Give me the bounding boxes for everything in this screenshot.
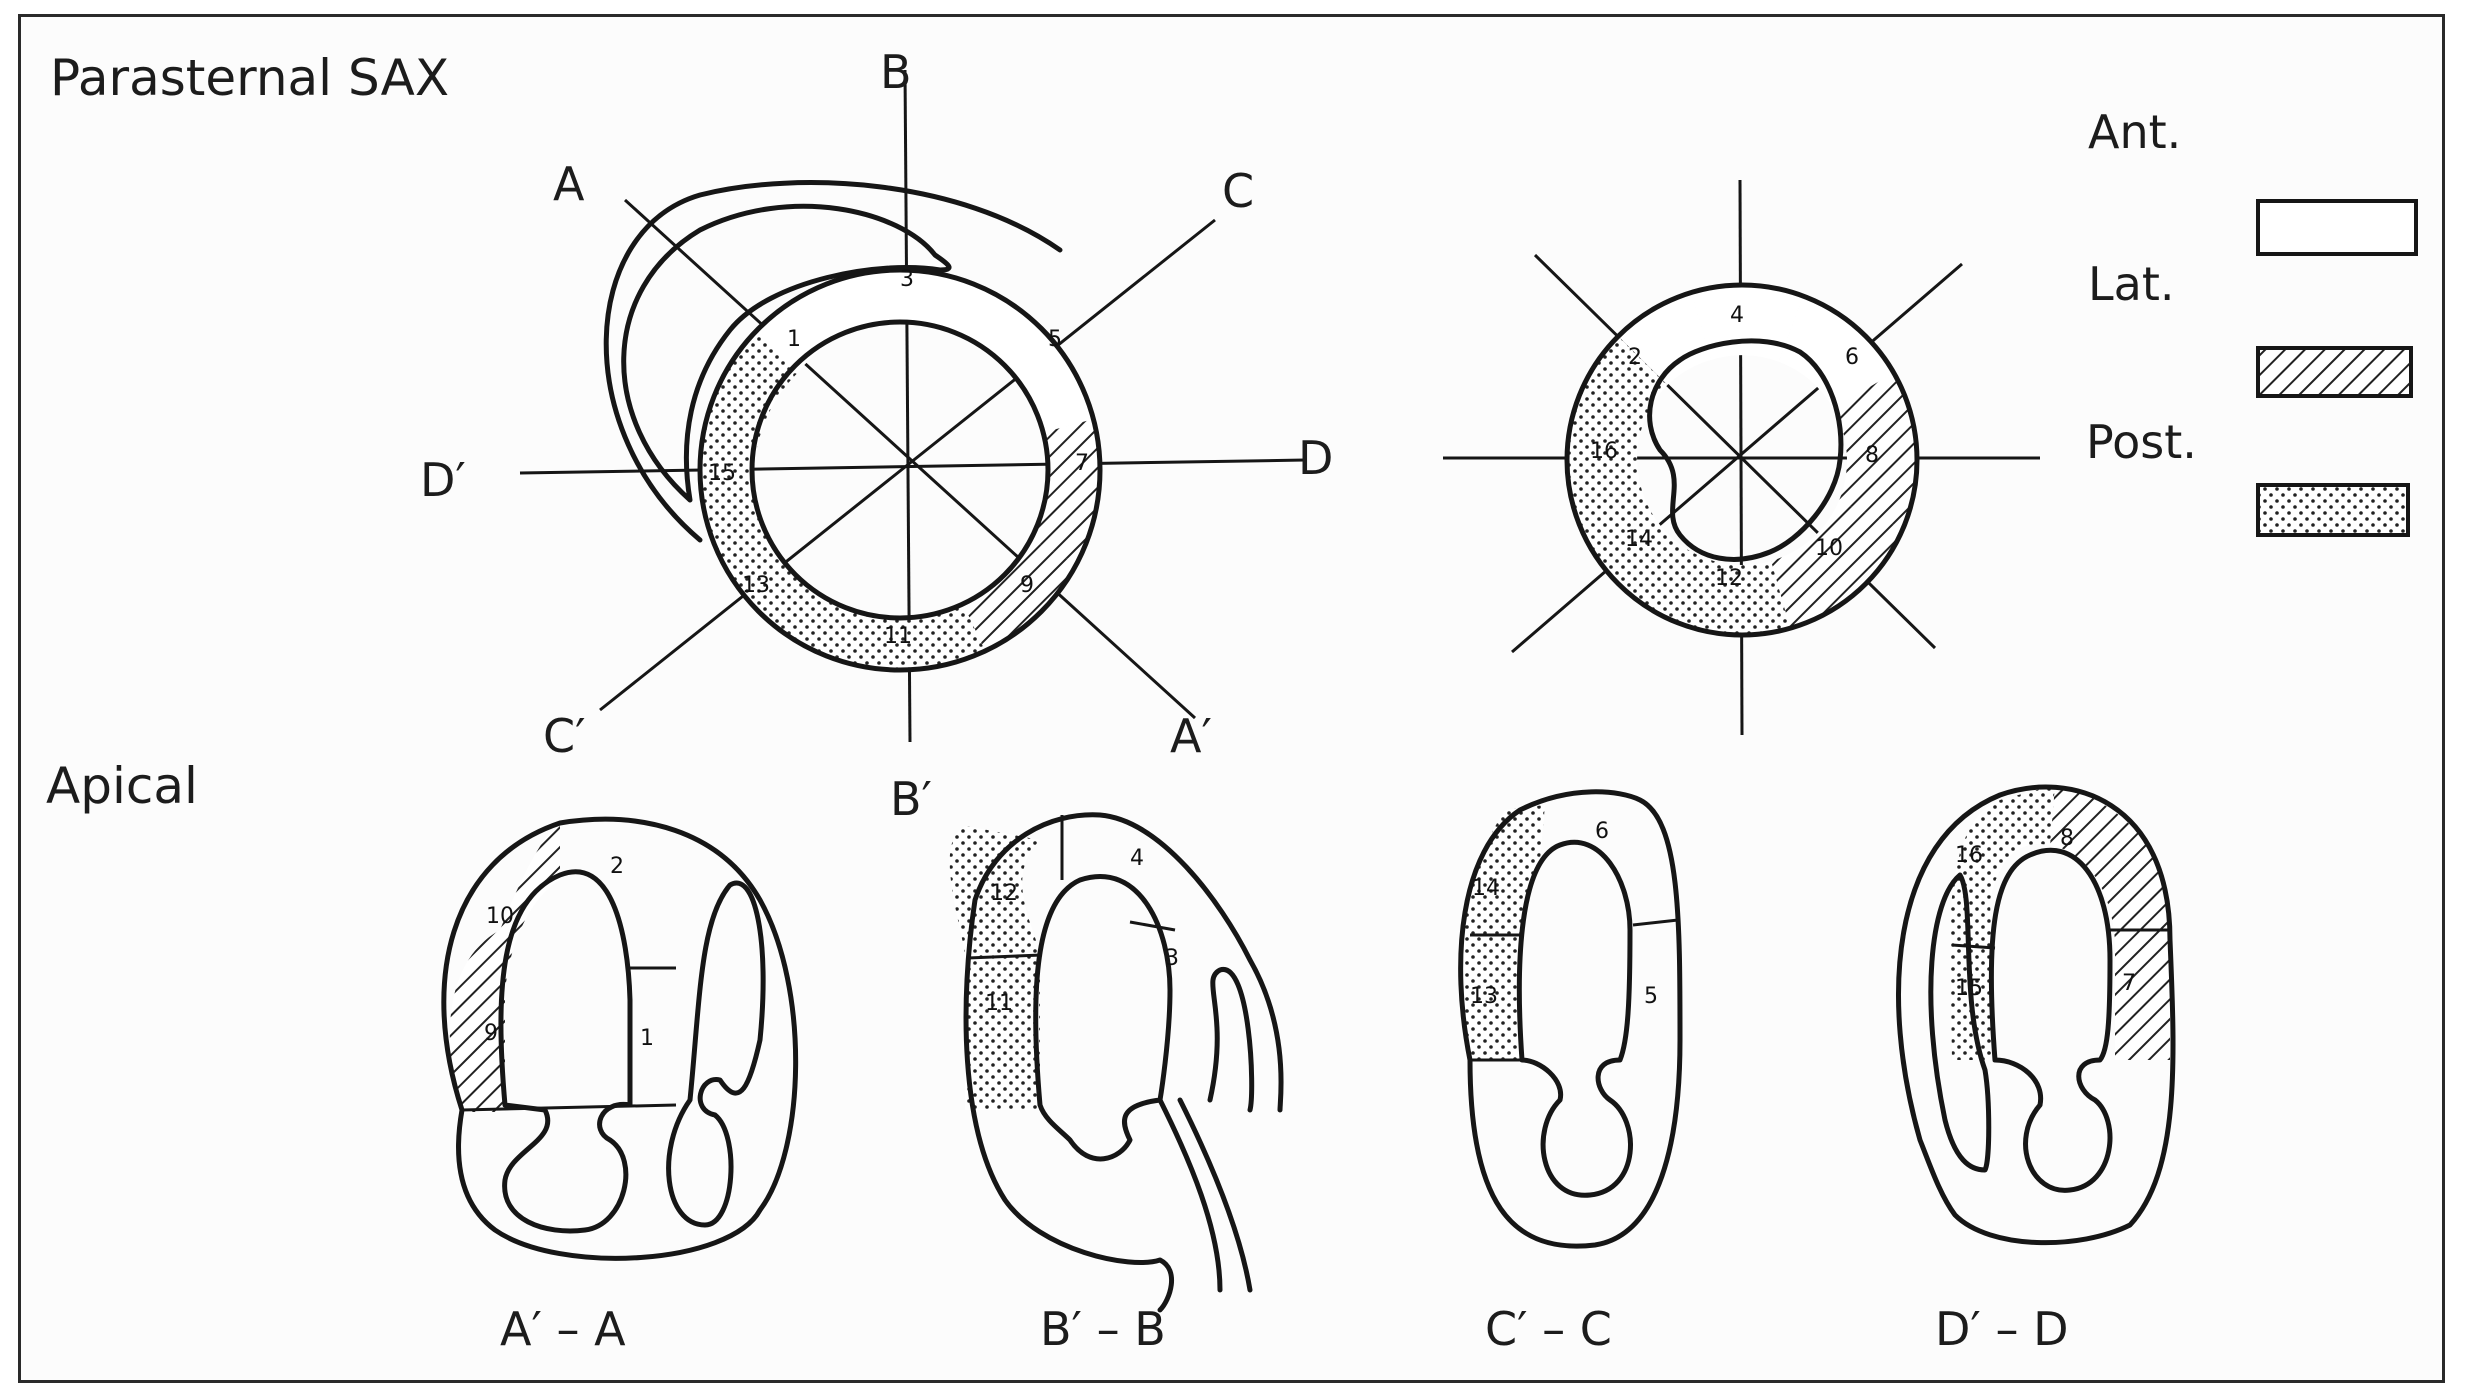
basal-seg-label: 13 [742,573,770,598]
apical-seg-label: 1 [640,1026,654,1051]
legend-swatch-posterior [2256,483,2410,537]
mid-seg-label: 16 [1590,439,1618,464]
apical-seg-label: 6 [1595,819,1609,844]
mid-seg-label: 12 [1715,566,1743,591]
plane-label-c-prime: C′ [543,709,586,763]
apical-seg-label: 11 [985,991,1013,1016]
apical-seg-label: 3 [1165,946,1179,971]
legend-swatch-anterior [2256,199,2418,256]
plane-line-a [623,198,1197,720]
plane-label-b-prime: B′ [890,772,932,826]
mid-seg-label: 6 [1845,345,1859,370]
apical-seg-label: 15 [1955,976,1983,1001]
apical-view-bb: 12 4 3 11 [949,812,1284,1313]
apical-caption-dd: D′ – D [1935,1302,2069,1356]
apical-seg-label: 13 [1470,984,1498,1009]
basal-seg-label: 3 [900,267,914,292]
basal-sax-diagram: 1 3 5 7 9 11 13 15 [519,69,1306,743]
apical-caption-aa: A′ – A [500,1302,626,1356]
plane-label-b: B [880,45,912,99]
mid-plane-line-diag-2 [1511,262,1963,654]
basal-seg-label: 5 [1048,327,1062,352]
mid-sax-diagram: 2 4 6 8 10 12 14 16 [1443,179,2040,736]
mid-seg-label: 2 [1628,345,1642,370]
basal-seg-label: 9 [1020,573,1034,598]
legend-label-anterior: Ant. [2088,105,2181,159]
apical-section-title: Apical [46,757,198,815]
apical-view-aa: 2 10 9 1 [441,816,799,1261]
basal-seg-label: 1 [787,327,801,352]
basal-seg-label: 11 [884,624,912,649]
mid-seg-label: 4 [1730,303,1744,328]
apical-seg-label: 4 [1130,846,1144,871]
basal-seg-label: 7 [1075,451,1089,476]
apical-seg-label: 12 [990,881,1018,906]
apical-seg-label: 10 [486,904,514,929]
plane-line-c [599,218,1216,712]
mid-seg-label: 8 [1865,443,1879,468]
plane-label-c: C [1222,164,1254,218]
apical-seg-label: 14 [1472,876,1500,901]
plane-label-a-prime: A′ [1170,709,1212,763]
legend-label-posterior: Post. [2086,415,2197,469]
apical-seg-label: 9 [484,1021,498,1046]
plane-label-d: D [1298,431,1333,485]
apical-view-cc: 6 14 13 5 [1458,789,1683,1249]
mid-seg-label: 14 [1625,527,1653,552]
figure-frame [18,14,2445,1383]
legend: Ant. Lat. Post. [2086,105,2418,537]
sax-section-title: Parasternal SAX [50,49,449,107]
legend-label-lateral: Lat. [2088,257,2174,311]
plane-line-d [519,458,1306,475]
apical-seg-label: 7 [2122,971,2136,996]
apical-view-dd: 16 8 15 7 [1896,784,2176,1246]
legend-swatch-lateral [2256,346,2413,398]
mid-seg-label: 10 [1815,536,1843,561]
plane-label-a: A [553,157,585,211]
apical-seg-label: 16 [1955,843,1983,868]
apical-seg-label: 5 [1644,984,1658,1009]
apical-seg-label: 8 [2060,826,2074,851]
plane-label-d-prime: D′ [420,453,466,507]
apical-caption-bb: B′ – B [1040,1302,1166,1356]
apical-caption-cc: C′ – C [1485,1302,1612,1356]
apical-seg-label: 2 [610,854,624,879]
basal-seg-label: 15 [708,461,736,486]
